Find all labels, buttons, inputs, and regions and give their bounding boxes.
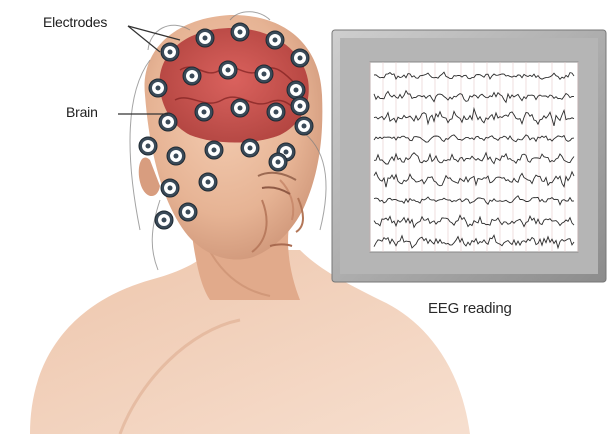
electrode-icon <box>199 173 217 191</box>
electrode-icon <box>291 97 309 115</box>
electrode-icon <box>167 147 185 165</box>
electrode-icon <box>205 141 223 159</box>
electrode-icon <box>161 179 179 197</box>
eeg-reading-caption: EEG reading <box>428 300 512 317</box>
electrode-icon <box>155 211 173 229</box>
electrode-icon <box>255 65 273 83</box>
brain-label: Brain <box>66 104 98 120</box>
eeg-monitor-icon <box>332 30 606 282</box>
electrode-icon <box>139 137 157 155</box>
electrode-icon <box>287 81 305 99</box>
electrode-icon <box>291 49 309 67</box>
electrode-icon <box>266 31 284 49</box>
electrode-icon <box>219 61 237 79</box>
electrode-icon <box>196 29 214 47</box>
electrode-icon <box>149 79 167 97</box>
electrode-icon <box>195 103 213 121</box>
electrode-icon <box>231 99 249 117</box>
electrode-icon <box>179 203 197 221</box>
electrode-icon <box>161 43 179 61</box>
electrode-icon <box>159 113 177 131</box>
electrode-icon <box>183 67 201 85</box>
electrodes-label: Electrodes <box>43 14 107 30</box>
electrode-icon <box>295 117 313 135</box>
electrode-icon <box>241 139 259 157</box>
electrode-icon <box>269 153 287 171</box>
electrode-icon <box>231 23 249 41</box>
electrode-icon <box>267 103 285 121</box>
